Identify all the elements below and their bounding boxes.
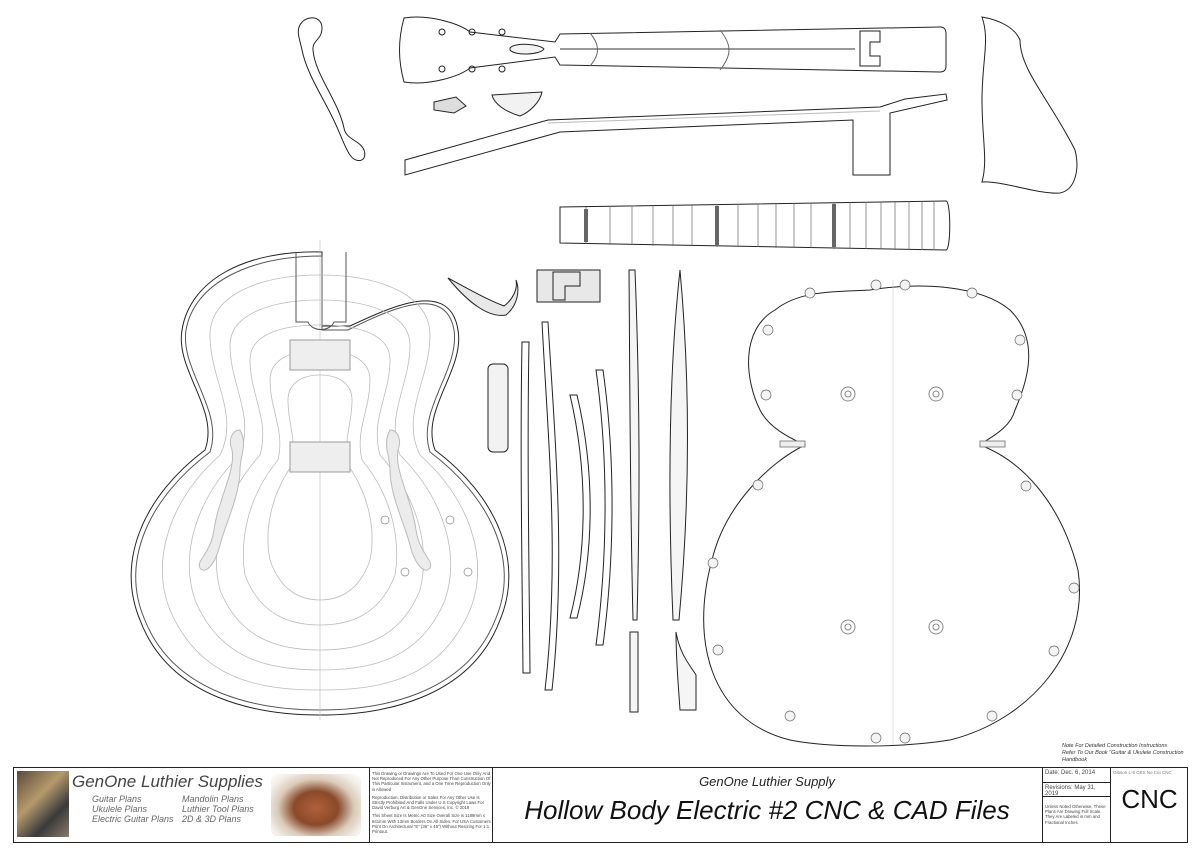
guitar-photo xyxy=(17,771,69,837)
fret-lines xyxy=(585,201,935,250)
f-hole-left xyxy=(198,429,245,571)
body-back-outline xyxy=(703,285,1080,747)
lining-4 xyxy=(595,369,613,646)
control-holes xyxy=(380,515,473,577)
plan-title: Hollow Body Electric #2 CNC & CAD Files xyxy=(524,795,1010,825)
plan-item: Guitar Plans xyxy=(92,794,142,804)
sheet-reference: Gibson L-5 CES No Cut CNC xyxy=(1113,770,1172,775)
truss-cover xyxy=(509,43,545,55)
brand-name: GenOne Luthier Supplies xyxy=(72,772,263,791)
plan-item: Mandolin Plans xyxy=(182,794,244,804)
units-note: Unless Noted Otherwise, These Plans Are … xyxy=(1045,804,1106,825)
end-block xyxy=(487,363,509,453)
lining-1 xyxy=(520,341,531,674)
divider xyxy=(492,768,493,842)
headstock-inlay xyxy=(433,96,467,114)
divider xyxy=(369,768,370,842)
plans-list-2: Mandolin Plans Luthier Tool Plans 2D & 3… xyxy=(182,794,254,824)
lining-2 xyxy=(541,321,560,691)
back-clamp-pads xyxy=(707,279,1080,744)
f-hole-outline xyxy=(297,17,366,162)
brace-tapered xyxy=(669,269,688,621)
pickup-cavity-neck xyxy=(289,339,351,371)
neck-tenon xyxy=(859,30,881,67)
divider xyxy=(1042,768,1043,842)
revisions-field: Revisions: May 31, 2019 xyxy=(1042,783,1110,797)
bridge-side xyxy=(629,631,639,713)
back-alignment-holes xyxy=(840,386,944,635)
construction-note: Note For Detailed Construction Instructi… xyxy=(1062,743,1190,764)
note-line: Handbook xyxy=(1062,757,1088,763)
brace-long xyxy=(628,269,640,621)
fretboard xyxy=(559,200,951,251)
pickup-cavity-bridge xyxy=(289,441,351,473)
note-line: Refer To Our Book "Guitar & Ukulele Cons… xyxy=(1062,750,1184,756)
note-line: Note For Detailed Construction Instructi… xyxy=(1062,743,1168,749)
waist-slot-left xyxy=(779,440,806,448)
f-hole-right xyxy=(385,429,432,571)
pickguard xyxy=(981,16,1078,194)
title-block: GenOne Luthier Supplies Guitar Plans Uku… xyxy=(13,767,1188,843)
plan-item: Electric Guitar Plans xyxy=(92,814,174,824)
fret-markers xyxy=(584,204,836,247)
cutaway-block xyxy=(447,277,519,316)
legal-paragraph: This Drawing or Drawings Are To Used For… xyxy=(372,771,491,792)
waist-slot-right xyxy=(979,440,1006,448)
plan-item: Luthier Tool Plans xyxy=(182,804,254,814)
lining-3 xyxy=(569,394,591,619)
plans-list-1: Guitar Plans Ukulele Plans Electric Guit… xyxy=(92,794,174,824)
neck-pocket xyxy=(295,252,347,330)
date-field: Date: Dec. 6, 2014 xyxy=(1042,770,1110,783)
company-name: GenOne Luthier Supply xyxy=(699,774,835,789)
divider xyxy=(1110,768,1111,842)
body-mold-photo xyxy=(271,774,361,836)
truss-rod-cover xyxy=(491,91,543,117)
plan-item: Ukulele Plans xyxy=(92,804,148,814)
neck-block xyxy=(536,269,601,303)
tuner-holes xyxy=(438,28,506,73)
plan-drawing xyxy=(130,16,1080,747)
bridge-profile xyxy=(675,631,697,711)
plan-item: 2D & 3D Plans xyxy=(182,814,242,824)
cnc-stamp: CNC xyxy=(1121,784,1178,814)
neck-top-view xyxy=(399,16,947,84)
neck-side-profile xyxy=(404,93,948,176)
legal-paragraph: This Sheet Size Is Metric A0 Size Overal… xyxy=(372,813,491,835)
legal-paragraph: Reproduction, Distribution or Sales For … xyxy=(372,794,485,811)
legal-text: This Drawing or Drawings Are To Used For… xyxy=(372,771,492,837)
